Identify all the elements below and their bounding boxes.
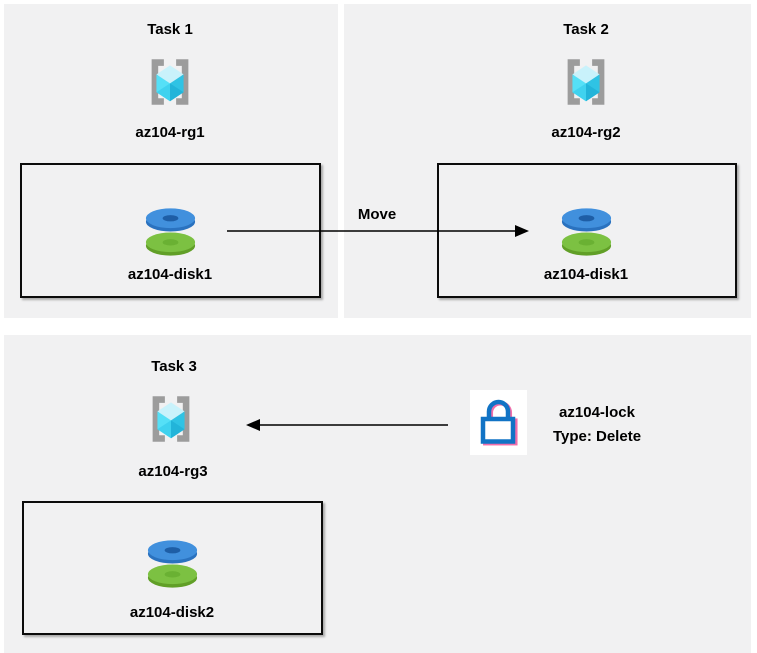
task2-disk-label: az104-disk1 bbox=[543, 266, 629, 283]
task3-resource-group-label: az104-rg3 bbox=[138, 463, 208, 480]
resource-group-icon bbox=[143, 391, 199, 447]
task2-title: Task 2 bbox=[563, 21, 609, 38]
resource-group-icon bbox=[558, 54, 614, 110]
task1-disk-label: az104-disk1 bbox=[127, 266, 213, 283]
move-arrow bbox=[227, 223, 529, 239]
move-arrow-label: Move bbox=[357, 206, 397, 223]
lock-arrow bbox=[246, 417, 448, 433]
task1-title: Task 1 bbox=[147, 21, 193, 38]
lock-tile bbox=[470, 390, 527, 455]
resource-group-icon bbox=[142, 54, 198, 110]
task3-disk-label: az104-disk2 bbox=[129, 604, 215, 621]
lock-caption: az104-lock Type: Delete bbox=[512, 401, 682, 449]
task3-title: Task 3 bbox=[151, 358, 197, 375]
task2-resource-group-label: az104-rg2 bbox=[551, 124, 621, 141]
task1-resource-group-label: az104-rg1 bbox=[135, 124, 205, 141]
disk-icon bbox=[143, 206, 198, 258]
lock-type: Type: Delete bbox=[552, 428, 642, 445]
disk-icon bbox=[145, 538, 200, 590]
disk-icon bbox=[559, 206, 614, 258]
lock-name: az104-lock bbox=[559, 404, 635, 421]
